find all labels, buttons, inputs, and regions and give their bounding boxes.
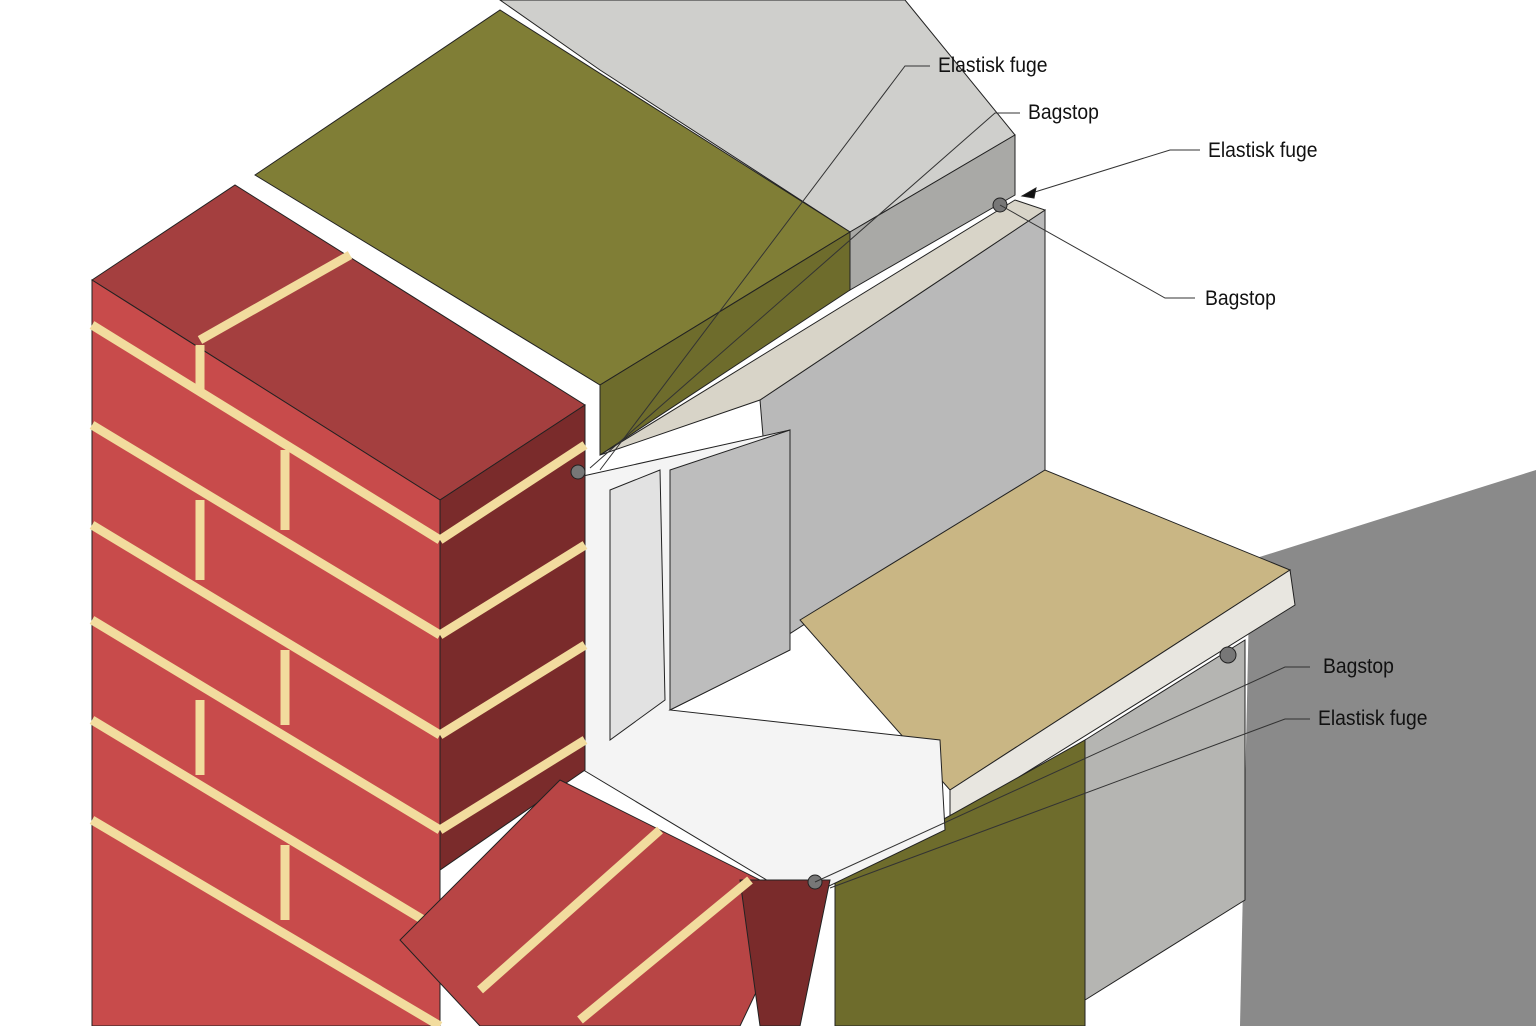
window-sill-edge	[949, 569, 1296, 821]
wall-panel-edge	[599, 199, 1047, 456]
label-bagstop-bottom: Bagstop	[1323, 655, 1394, 678]
window-frame-glass-recess	[669, 429, 791, 711]
leader-lines	[589, 65, 1310, 889]
ground-shadow	[1240, 470, 1536, 1026]
insulation-side-face	[599, 231, 851, 456]
label-elastisk-fuge-top: Elastisk fuge	[938, 54, 1048, 77]
lower-brick-side	[739, 879, 831, 1026]
mortar-joints	[89, 251, 588, 1026]
arrow-head	[1020, 187, 1037, 199]
label-elastisk-fuge-bottom: Elastisk fuge	[1318, 707, 1428, 730]
label-elastisk-fuge-right: Elastisk fuge	[1208, 139, 1318, 162]
label-bagstop-top: Bagstop	[1028, 101, 1099, 124]
brick-front-face	[91, 279, 441, 1026]
label-bagstop-right: Bagstop	[1205, 287, 1276, 310]
lower-insulation	[834, 739, 1086, 1026]
lower-mortar	[477, 826, 753, 1024]
window-frame-inner	[609, 469, 666, 741]
